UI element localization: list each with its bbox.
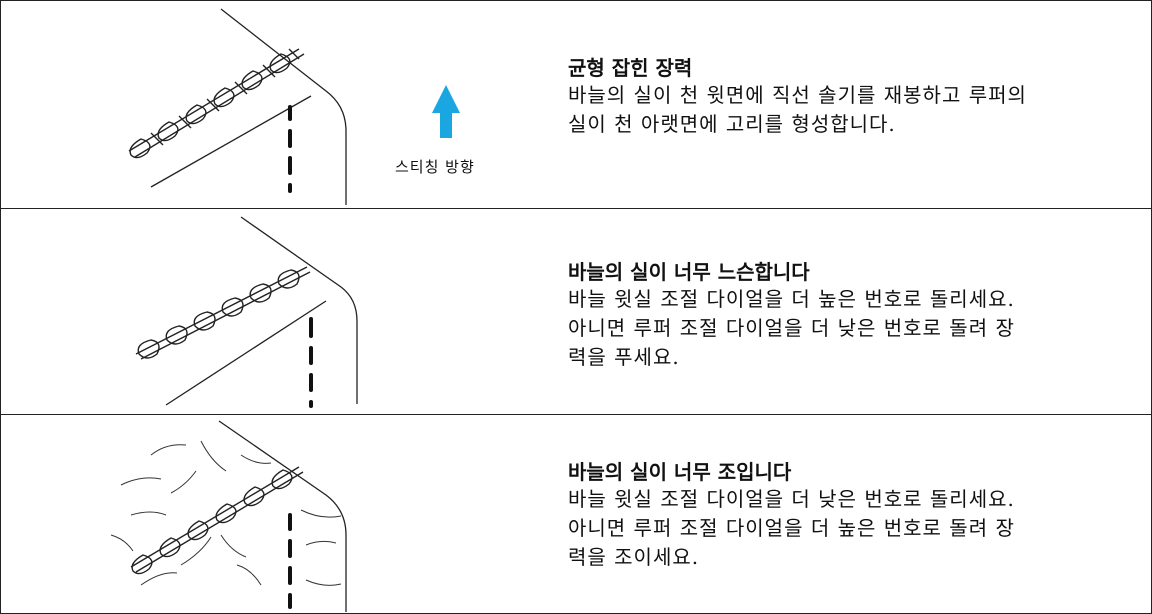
section-title: 균형 잡힌 장력 (568, 56, 693, 80)
section-needle-too-tight: 바늘의 실이 너무 조입니다 바늘 윗실 조절 다이얼을 더 낮은 번호로 돌리… (1, 414, 1151, 614)
tight-stitch-illustration (110, 420, 347, 612)
section-desc-line: 바늘의 실이 천 윗면에 직선 솔기를 재봉하고 루퍼의 (568, 83, 1027, 107)
section-desc-line: 바늘 윗실 조절 다이얼을 더 낮은 번호로 돌리세요. (568, 487, 1015, 511)
section-desc-line: 력을 푸세요. (568, 345, 680, 369)
section-text: 바늘의 실이 너무 느슨합니다 바늘 윗실 조절 다이얼을 더 높은 번호로 돌… (568, 259, 1128, 372)
section-needle-too-loose: 바늘의 실이 너무 느슨합니다 바늘 윗실 조절 다이얼을 더 높은 번호로 돌… (1, 208, 1151, 414)
section-desc-line: 아니면 루퍼 조절 다이얼을 더 높은 번호로 돌려 장 (568, 516, 1015, 540)
loose-stitch-illustration (135, 216, 358, 408)
balanced-stitch-illustration (128, 8, 460, 205)
section-text: 균형 잡힌 장력 바늘의 실이 천 윗면에 직선 솔기를 재봉하고 루퍼의 실이… (568, 55, 1128, 139)
section-title: 바늘의 실이 너무 조입니다 (568, 460, 792, 484)
section-desc-line: 력을 조이세요. (568, 545, 700, 569)
section-desc-line: 아니면 루퍼 조절 다이얼을 더 낮은 번호로 돌려 장 (568, 316, 1015, 340)
section-title: 바늘의 실이 너무 느슨합니다 (568, 260, 810, 284)
stitch-direction-label: 스티칭 방향 (395, 158, 475, 176)
section-text: 바늘의 실이 너무 조입니다 바늘 윗실 조절 다이얼을 더 낮은 번호로 돌리… (568, 459, 1128, 572)
up-arrow-icon (432, 85, 460, 138)
section-balanced-tension: 스티칭 방향 균형 잡힌 장력 바늘의 실이 천 윗면에 직선 솔기를 재봉하고… (1, 1, 1151, 207)
section-desc-line: 바늘 윗실 조절 다이얼을 더 높은 번호로 돌리세요. (568, 287, 1015, 311)
section-desc-line: 실이 천 아랫면에 고리를 형성합니다. (568, 112, 896, 136)
